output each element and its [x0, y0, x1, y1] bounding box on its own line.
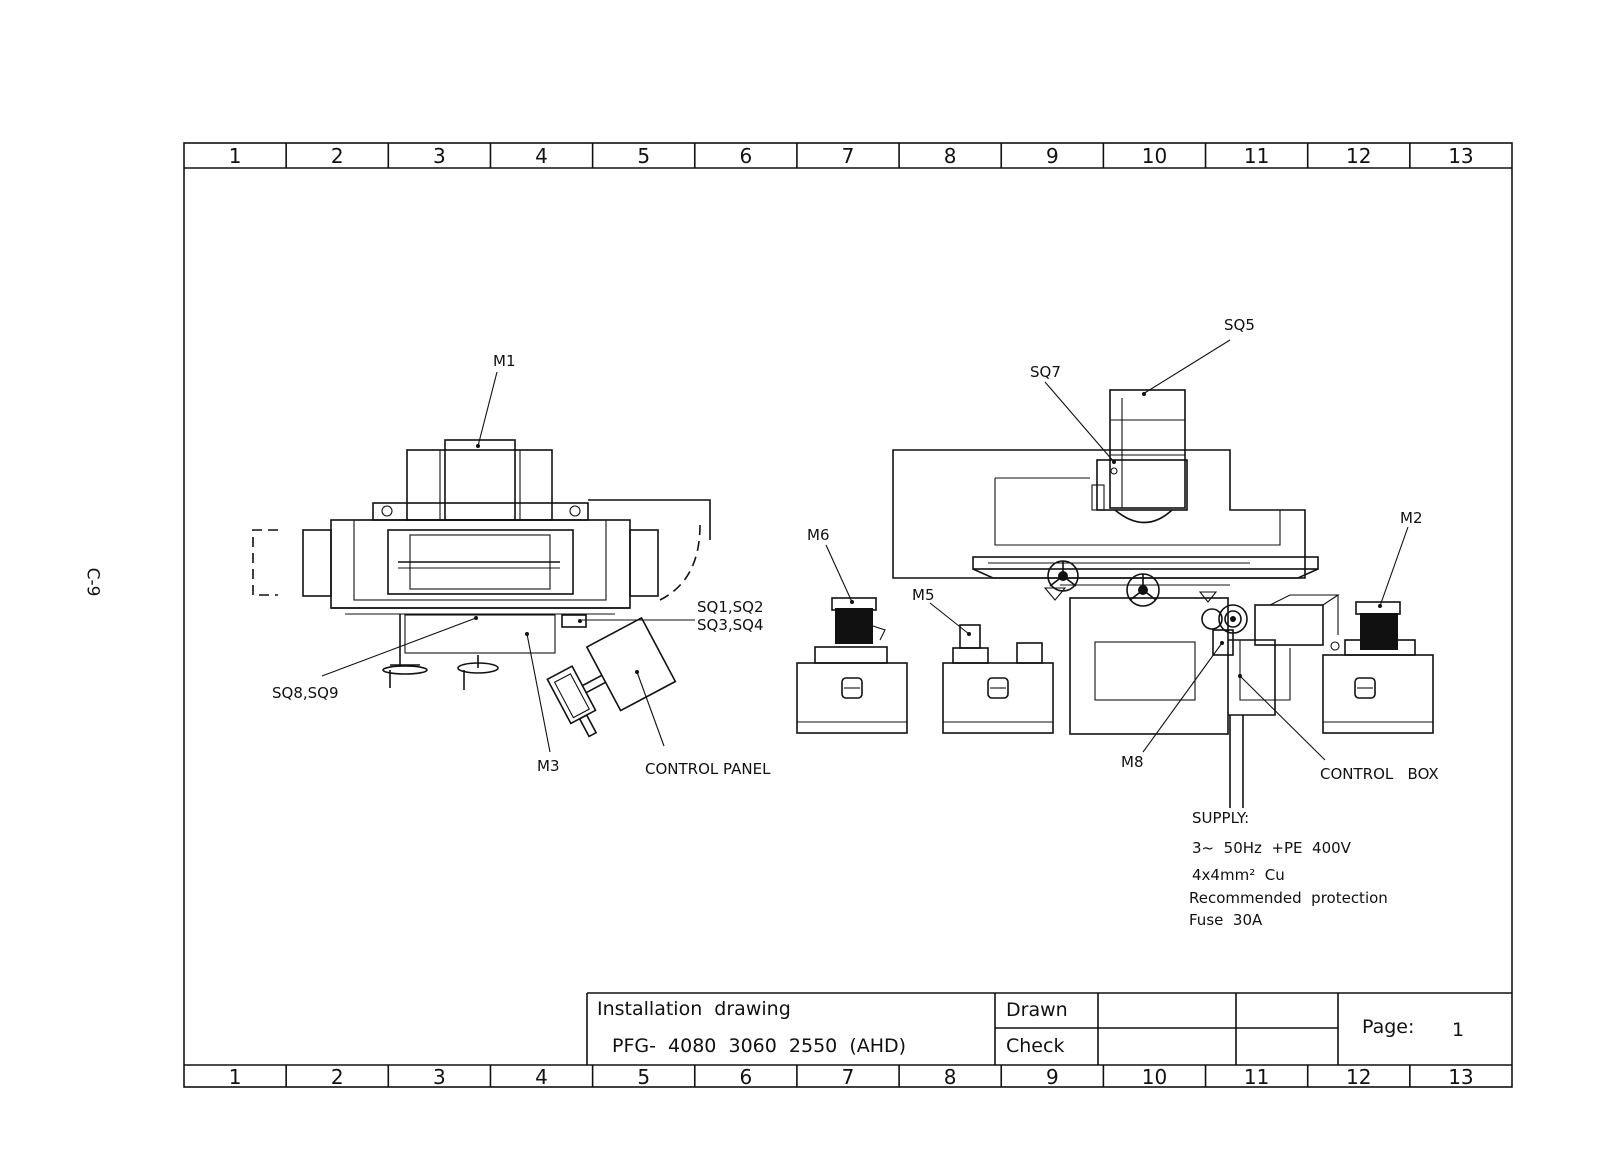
title-block-model: PFG- 4080 3060 2550 (AHD)	[612, 1035, 906, 1057]
title-block	[586, 992, 1512, 1065]
label-m3: M3	[537, 757, 560, 775]
table-end-right	[629, 529, 659, 597]
bottom-grid-dividers	[285, 1065, 1411, 1087]
bottom-grid-number: 1	[229, 1065, 242, 1089]
bottom-grid-number: 9	[1046, 1065, 1059, 1089]
bottom-grid-number: 5	[637, 1065, 650, 1089]
bottom-grid-number: 11	[1244, 1065, 1269, 1089]
title-block-check: Check	[1006, 1035, 1064, 1057]
title-block-drawn: Drawn	[1006, 999, 1068, 1021]
spindle-column	[1109, 389, 1186, 509]
top-grid-number: 5	[637, 144, 650, 168]
bottom-grid-number: 7	[842, 1065, 855, 1089]
top-grid-number: 10	[1142, 144, 1167, 168]
top-grid-number: 7	[842, 144, 855, 168]
label-sq8-sq9: SQ8,SQ9	[272, 684, 339, 702]
top-grid-number: 12	[1346, 144, 1371, 168]
supply-line-4: Fuse 30A	[1189, 911, 1263, 929]
bottom-grid-number: 10	[1142, 1065, 1167, 1089]
top-grid-number: 8	[944, 144, 957, 168]
bottom-grid-number: 13	[1448, 1065, 1473, 1089]
m2-tank	[1322, 654, 1434, 734]
label-m1: M1	[493, 352, 516, 370]
label-m6: M6	[807, 526, 830, 544]
machine-base	[404, 614, 556, 654]
spindle-head	[406, 449, 553, 521]
handwheel-foot-left	[382, 665, 428, 675]
m5-motor	[959, 624, 981, 649]
top-grid-number: 11	[1244, 144, 1269, 168]
bottom-grid-number: 3	[433, 1065, 446, 1089]
title-block-page-label: Page:	[1362, 1016, 1414, 1038]
top-grid-number: 2	[331, 144, 344, 168]
m5-tank	[942, 662, 1054, 734]
label-m2: M2	[1400, 509, 1423, 527]
top-grid-number: 13	[1448, 144, 1473, 168]
front-view-machine	[796, 339, 1434, 808]
page-side-label: C-9	[82, 567, 103, 597]
bottom-grid-number: 4	[535, 1065, 548, 1089]
m1-motor	[444, 439, 516, 521]
splash-guard	[892, 449, 1306, 579]
top-grid-number: 4	[535, 144, 548, 168]
side-view-machine	[252, 371, 711, 753]
bottom-grid-number: 12	[1346, 1065, 1371, 1089]
control-panel-unit	[546, 616, 677, 738]
label-sq5: SQ5	[1224, 316, 1255, 334]
bottom-grid-number: 2	[331, 1065, 344, 1089]
supply-line-2: 4x4mm² Cu	[1192, 866, 1285, 884]
supply-line-1: 3~ 50Hz +PE 400V	[1192, 839, 1352, 857]
supply-line-3: Recommended protection	[1189, 889, 1388, 907]
top-grid-number: 3	[433, 144, 446, 168]
label-sq1-sq2: SQ1,SQ2	[697, 598, 764, 616]
label-control-box: CONTROL BOX	[1320, 765, 1439, 783]
machine-base-front	[1069, 597, 1229, 735]
table-end-left	[302, 529, 332, 597]
bottom-grid-number: 6	[739, 1065, 752, 1089]
grinding-wheel	[1114, 509, 1173, 524]
top-grid-number: 1	[229, 144, 242, 168]
title-block-title: Installation drawing	[597, 998, 791, 1020]
m2-motor	[1360, 613, 1398, 650]
bottom-grid-number: 8	[944, 1065, 957, 1089]
label-m8: M8	[1121, 753, 1144, 771]
supply-title: SUPPLY:	[1192, 809, 1249, 827]
title-block-page-number: 1	[1452, 1019, 1464, 1041]
limit-switch-block	[561, 614, 587, 628]
control-box	[1254, 604, 1324, 646]
magnetic-chuck	[387, 529, 574, 595]
table-travel-left	[252, 529, 278, 596]
label-m5: M5	[912, 586, 935, 604]
m6-motor	[835, 608, 873, 644]
top-grid-number: 9	[1046, 144, 1059, 168]
drawing-frame	[183, 142, 1513, 1088]
top-grid-dividers	[285, 143, 1411, 168]
label-sq3-sq4: SQ3,SQ4	[697, 616, 764, 634]
work-table	[972, 556, 1319, 570]
label-sq7: SQ7	[1030, 363, 1061, 381]
guard-swing-arc	[659, 524, 701, 601]
top-grid-number: 6	[739, 144, 752, 168]
label-control-panel: CONTROL PANEL	[645, 760, 771, 778]
